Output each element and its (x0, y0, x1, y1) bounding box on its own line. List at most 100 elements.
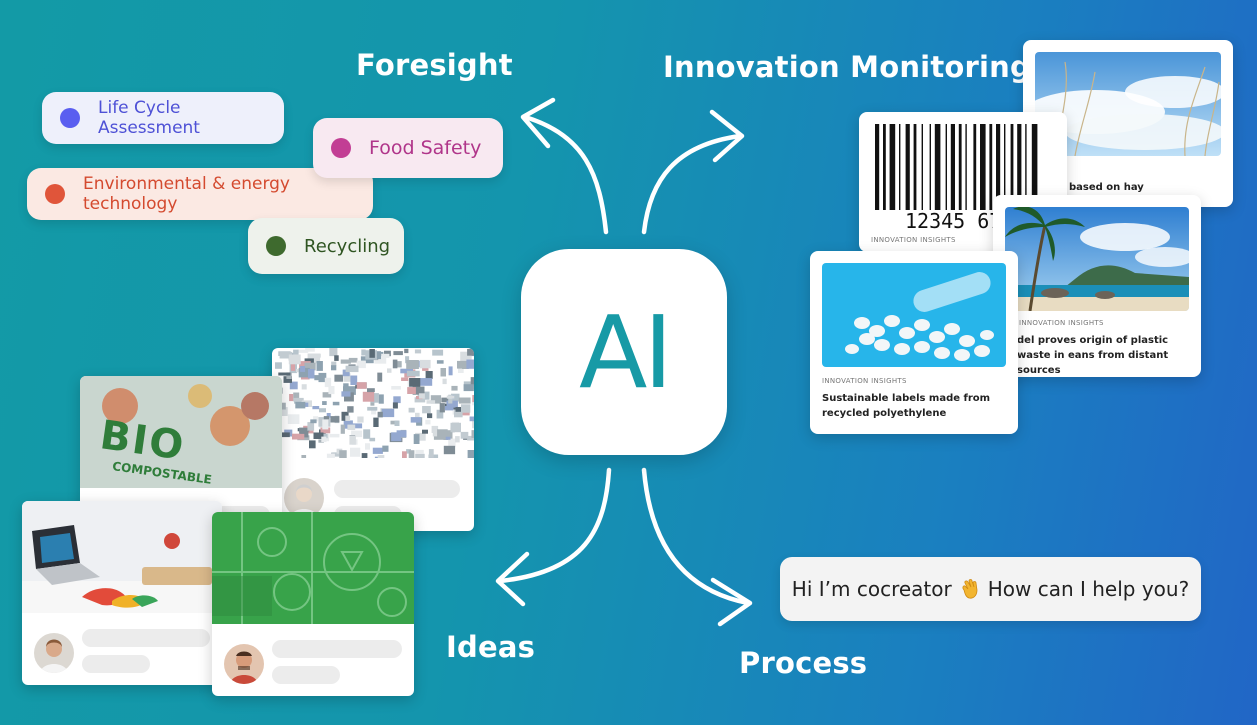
bale-texture-fleck (304, 358, 314, 364)
bale-texture-fleck (343, 420, 353, 429)
bale-texture-fleck (392, 402, 398, 409)
bale-texture-fleck (345, 415, 351, 421)
bale-texture-fleck (329, 433, 340, 438)
bale-texture-fleck (443, 445, 456, 455)
bale-texture-fleck (307, 422, 315, 431)
bale-texture-fleck (428, 449, 434, 458)
bale-texture-fleck (408, 407, 415, 413)
bale-texture-fleck (377, 455, 385, 458)
bale-texture-fleck (298, 367, 310, 378)
bale-texture-fleck (341, 411, 349, 421)
bale-texture-fleck (369, 437, 376, 442)
barcode-bar (875, 124, 880, 210)
bale-texture-fleck (312, 406, 320, 410)
bale-texture-fleck (400, 368, 413, 374)
bale-texture-fleck (331, 365, 337, 371)
bale-texture-fleck (334, 374, 344, 382)
bale-texture-fleck (313, 416, 319, 422)
bale-texture-fleck (458, 366, 464, 373)
dot-icon (266, 236, 286, 256)
bale-texture-fleck (310, 419, 317, 424)
bale-texture-fleck (293, 349, 299, 359)
bale-texture-fleck (450, 422, 461, 433)
bale-texture-fleck (326, 453, 335, 458)
bale-texture-fleck (340, 424, 345, 434)
bale-texture-fleck (435, 429, 448, 439)
topic-pill-life-cycle-assessment[interactable]: Life Cycle Assessment (42, 92, 284, 144)
bale-texture-fleck (295, 401, 306, 409)
bale-texture-fleck (372, 447, 383, 454)
idea-card[interactable] (212, 512, 414, 696)
barcode-bar (899, 124, 901, 210)
bale-texture-fleck (462, 364, 469, 369)
bale-texture-fleck (304, 362, 316, 371)
barcode-bar (1031, 124, 1038, 210)
bale-texture-fleck (341, 391, 351, 397)
bale-texture-fleck (387, 368, 392, 373)
bale-texture-fleck (384, 350, 391, 357)
bale-texture-fleck (322, 392, 332, 398)
bale-texture-fleck (286, 372, 292, 379)
barcode-bar (889, 124, 896, 210)
chat-text-greeting: Hi I’m cocreator (791, 577, 952, 601)
bale-texture-fleck (393, 351, 403, 356)
desk-laptop-image (22, 501, 222, 613)
news-tag: INNOVATION INSIGHTS (1019, 319, 1104, 327)
bale-texture-fleck (308, 369, 315, 379)
topic-pill-environmental-energy-technology[interactable]: Environmental & energy technology (27, 168, 373, 220)
bale-texture-fleck (436, 360, 444, 364)
bale-texture-fleck (297, 349, 309, 353)
topic-pill-recycling[interactable]: Recycling (248, 218, 404, 274)
bale-texture-fleck (349, 435, 356, 445)
chat-bubble[interactable]: Hi I’m cocreator How can I help you? (780, 557, 1201, 621)
news-card[interactable]: INNOVATION INSIGHTS del proves origin of… (993, 195, 1201, 377)
barcode-bar (913, 124, 917, 210)
arrow-foresight (520, 97, 609, 235)
barcode-bar (1025, 124, 1027, 210)
ai-center-text: AI (579, 293, 673, 411)
idea-card[interactable] (22, 501, 222, 685)
bale-texture-fleck (347, 424, 356, 430)
news-card[interactable]: 12345 67 INNOVATION INSIGHTS (859, 112, 1067, 252)
bale-texture-fleck (395, 361, 402, 368)
placeholder-bar (272, 666, 340, 684)
placeholder-bar (272, 640, 402, 658)
bale-texture-fleck (378, 394, 384, 404)
bale-texture-fleck (374, 456, 379, 458)
barcode-bar (1010, 124, 1014, 210)
bale-texture-fleck (287, 414, 300, 424)
bale-texture-fleck (283, 376, 292, 383)
bale-texture-fleck (316, 361, 323, 371)
barcode-bar (996, 124, 1001, 210)
bale-texture-fleck (458, 397, 471, 404)
topic-pill-food-safety[interactable]: Food Safety (313, 118, 503, 178)
bale-texture-fleck (472, 420, 474, 429)
bale-texture-fleck (401, 377, 409, 381)
bale-texture-fleck (406, 360, 419, 369)
bale-texture-fleck (357, 416, 364, 423)
bale-texture-fleck (309, 440, 316, 449)
arrow-process (641, 467, 753, 627)
bale-texture-fleck (291, 362, 296, 371)
bale-texture-fleck (446, 400, 458, 408)
bale-texture-fleck (369, 349, 375, 358)
pill-label: Recycling (304, 235, 391, 257)
bale-texture-fleck (466, 359, 474, 369)
pill-label: Environmental & energy technology (83, 174, 290, 214)
placeholder-bar (334, 480, 460, 498)
idea-card[interactable] (272, 348, 474, 531)
bale-texture-fleck (451, 385, 458, 391)
bale-texture-fleck (370, 393, 379, 403)
bale-texture-fleck (351, 423, 363, 429)
news-card[interactable]: INNOVATION INSIGHTS Sustainable labels m… (810, 251, 1018, 434)
barcode-bar (921, 124, 923, 210)
bale-texture-fleck (418, 378, 432, 385)
barcode-bar (1017, 124, 1022, 210)
bale-texture-fleck (415, 449, 424, 454)
bale-texture-fleck (430, 395, 442, 404)
bale-texture-fleck (455, 436, 460, 443)
bale-texture-fleck (301, 455, 307, 458)
bale-texture-fleck (332, 401, 340, 406)
